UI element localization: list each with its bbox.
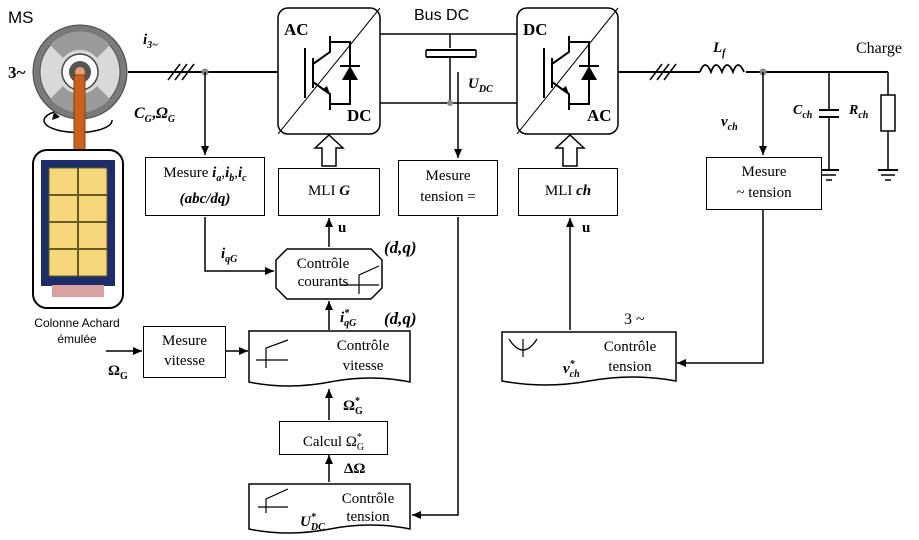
dq-label-1: (d,q) — [384, 238, 417, 257]
inverter-dc-label: DC — [523, 20, 548, 39]
column-caption: Colonne Achard émulée — [34, 316, 120, 346]
inverter-ac-label: AC — [587, 106, 612, 125]
rch-label: Rch — [849, 103, 869, 121]
bus-dc-title: Bus DC — [414, 7, 470, 24]
pwm-ch-block: MLI ch — [518, 168, 618, 216]
speed-ref-calc-block: Calcul Ω*G — [279, 421, 388, 455]
u-label-ch: u — [582, 220, 591, 236]
omega-ref-label: Ω*G — [343, 396, 363, 417]
inverter-dc-ac — [516, 7, 619, 135]
iqg-ref-label: i*qG — [340, 308, 357, 329]
measure-node-dc — [447, 100, 453, 106]
dq-label-2: (d,q) — [384, 309, 417, 328]
phase-label: 3~ — [8, 63, 26, 82]
dc-voltage-measure-block: Mesure tension = — [398, 160, 498, 216]
omega-in-label: ΩG — [108, 363, 128, 382]
lf-label: Lf — [713, 40, 726, 59]
rectifier-dc-label: DC — [347, 106, 372, 125]
load-rc — [819, 72, 898, 181]
ms-label: MS — [8, 8, 34, 27]
three-phase-ticks — [167, 63, 195, 81]
rectifier-ac-dc — [277, 7, 381, 135]
hollow-arrow-mli-g — [313, 133, 345, 167]
u-label-g: u — [338, 220, 347, 236]
rectifier-ac-label: AC — [284, 20, 309, 39]
speed-control-block: Contrôle vitesse — [248, 330, 411, 390]
delta-omega-label: ΔΩ — [344, 461, 366, 477]
torque-speed-label: CG,ΩG — [134, 105, 176, 126]
ac-voltage-control-block: Contrôle tension v*ch — [501, 331, 677, 390]
three-phase-ticks-load — [649, 63, 677, 81]
i3-label: i3~ — [143, 32, 158, 51]
ac-voltage-measure-block: Mesure ~ tension — [706, 157, 822, 210]
charge-label: Charge — [856, 40, 902, 57]
cch-label: Cch — [793, 103, 813, 121]
dc-voltage-control-block: Contrôle tension U*DC — [248, 483, 411, 538]
udc-label: UDC — [468, 76, 493, 95]
vch-label: vch — [721, 114, 738, 133]
ac-measure-to-vch-ctrl — [677, 210, 764, 367]
three-phase-ref-label: 3 ~ — [624, 311, 645, 328]
speed-measure-block: Mesure vitesse — [143, 326, 226, 378]
pwm-g-block: MLI G — [278, 168, 380, 216]
dc-measure-to-tension-ctrl — [412, 217, 459, 519]
hollow-arrow-mli-ch — [554, 133, 586, 167]
dc-bus-lines — [380, 33, 520, 104]
iqg-label: iqG — [221, 246, 238, 265]
current-control-block: Contrôle courants — [275, 248, 383, 300]
current-measure-block: Mesure ia,ib,ic (abc/dq) — [145, 157, 265, 216]
shaft-icon — [73, 74, 86, 156]
inductor-lf — [699, 60, 746, 75]
iqg-to-current-ctrl — [204, 217, 274, 275]
turbine-column-icon — [32, 149, 124, 309]
